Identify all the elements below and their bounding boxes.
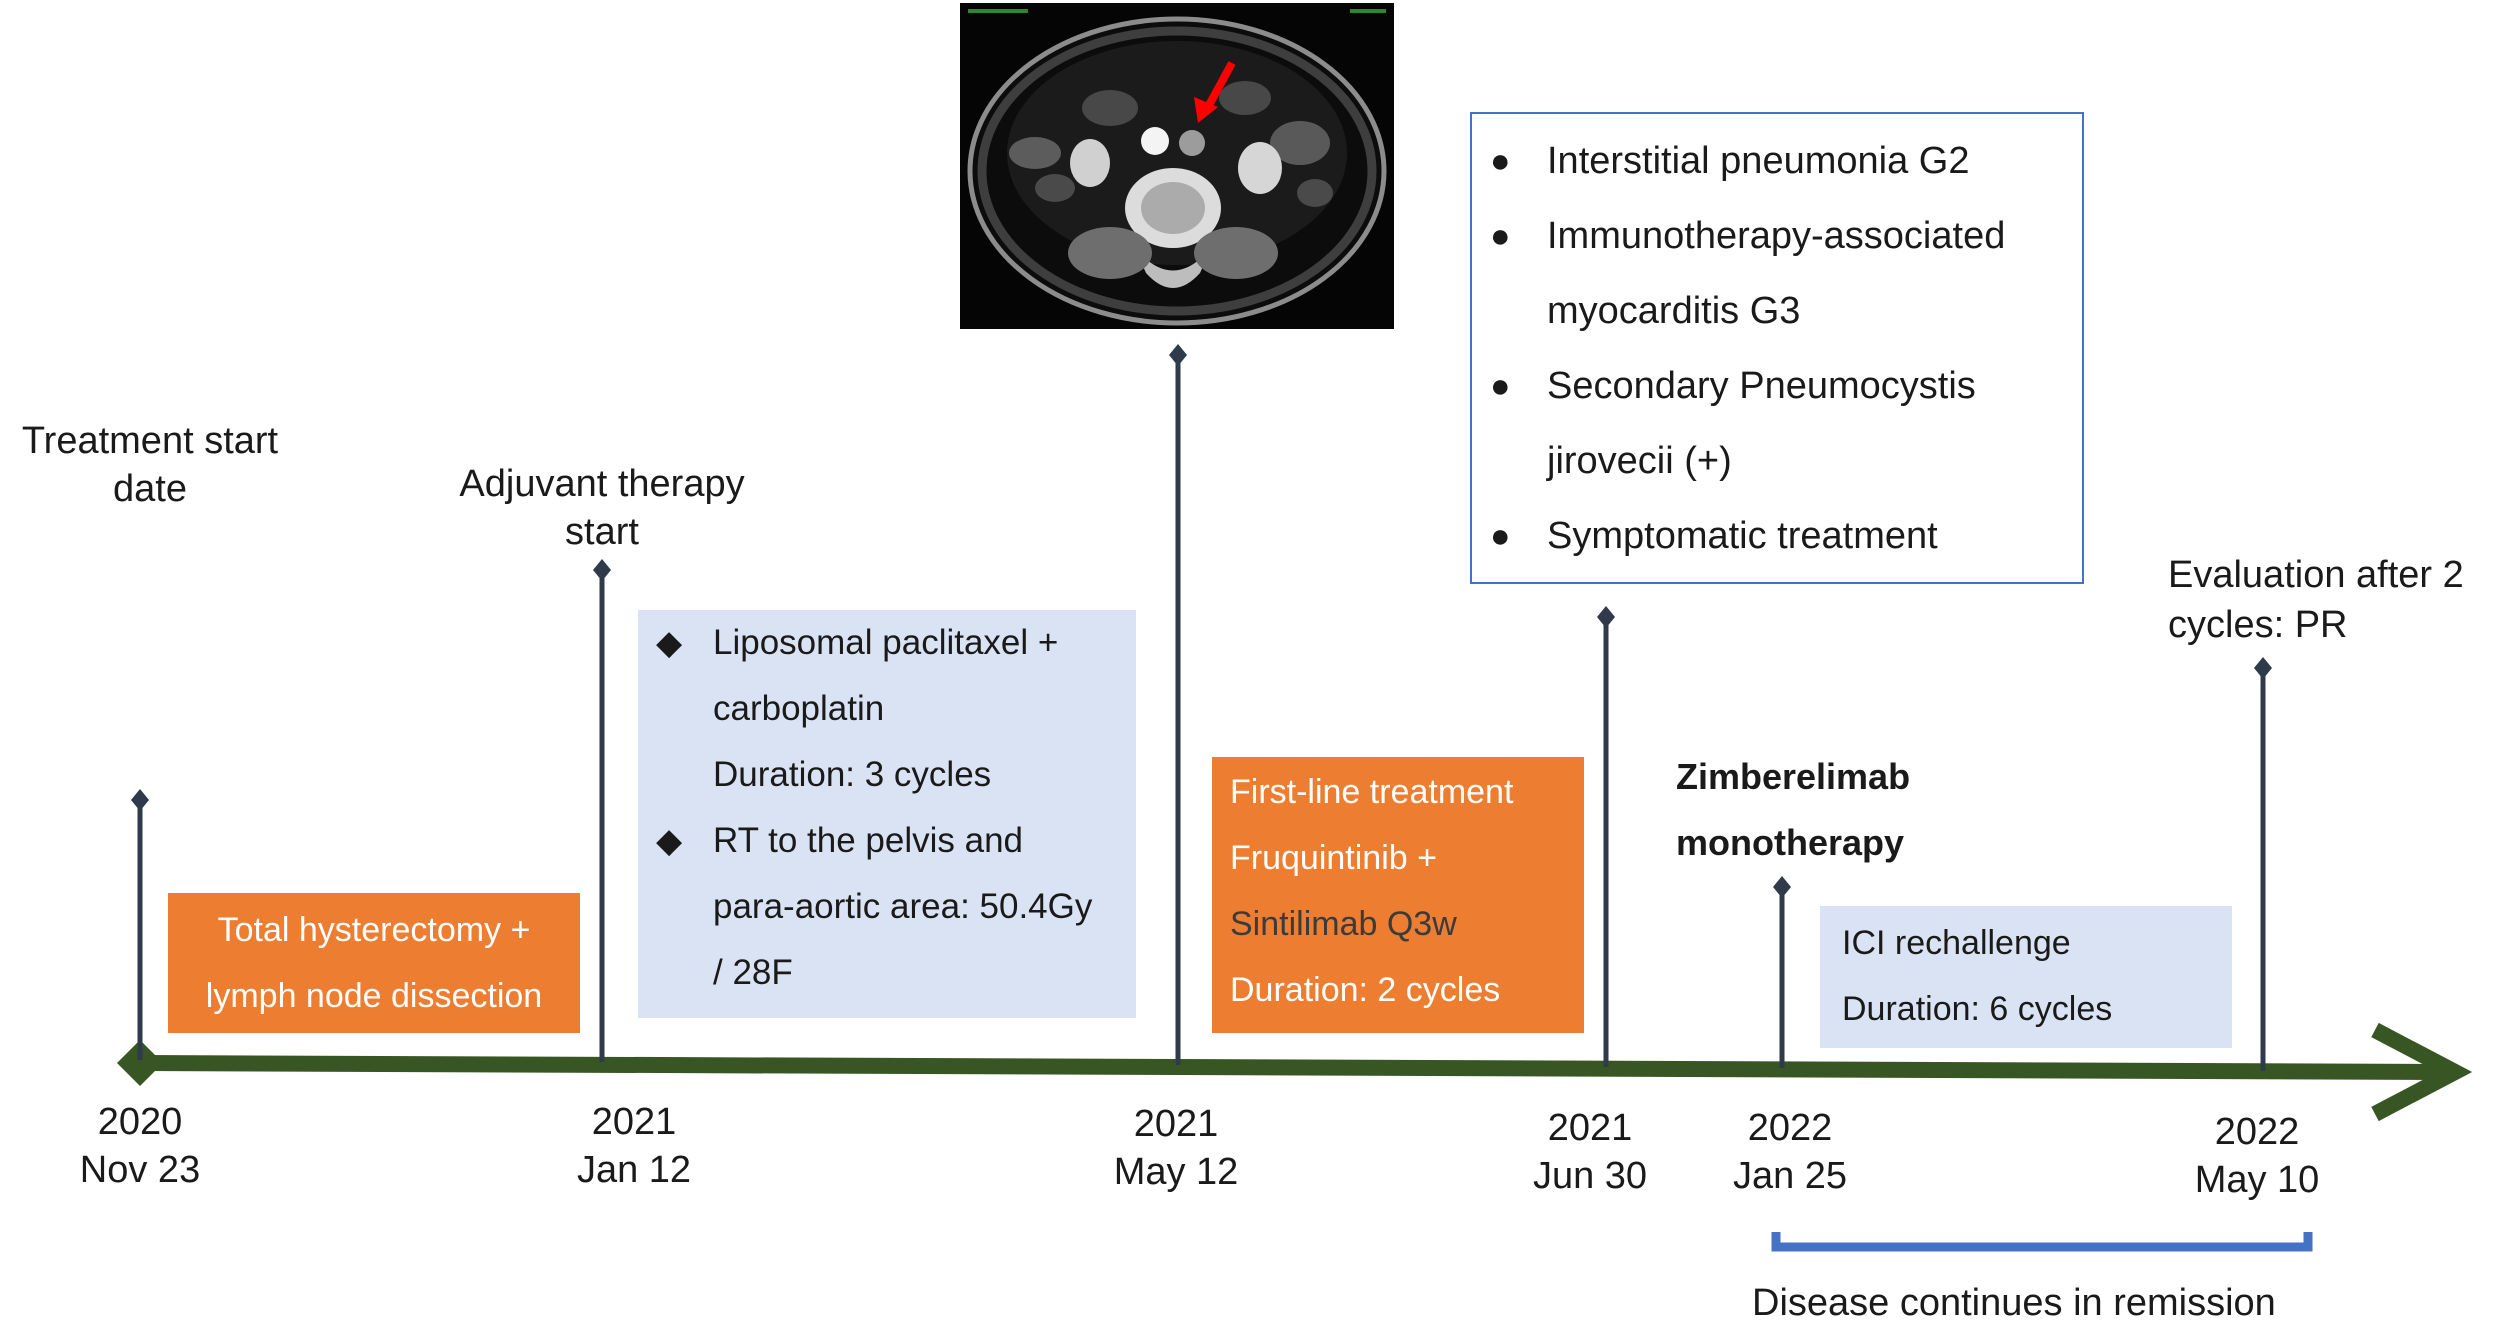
adjuvant-line: carboplatin <box>713 689 885 728</box>
label-line: Adjuvant therapy <box>459 463 745 505</box>
timeline-arrowhead <box>2371 1022 2473 1122</box>
date-may-10: 2022 May 10 <box>2157 1108 2357 1204</box>
first-line-line: First-line treatment <box>1230 773 1514 811</box>
box-line: lymph node dissection <box>205 977 543 1015</box>
diamond-bullet-icon: ◆ <box>656 822 683 860</box>
date-jun-30: 2021 Jun 30 <box>1490 1104 1690 1200</box>
date-day: May 10 <box>2194 1159 2320 1201</box>
box-line: Total hysterectomy + <box>217 911 531 949</box>
adverse-line: jirovecii (+) <box>1547 440 1732 482</box>
date-year: 2022 <box>2214 1111 2300 1153</box>
event-stems <box>131 344 2272 1071</box>
label-treatment-start: Treatment start date <box>0 417 300 513</box>
adverse-line: myocarditis G3 <box>1547 290 1801 332</box>
adjuvant-line: Duration: 3 cycles <box>713 755 992 794</box>
date-year: 2021 <box>1133 1103 1219 1145</box>
stem-diamond-jun-30 <box>1597 606 1615 628</box>
label-line: Zimberelimab <box>1676 756 1911 797</box>
date-year: 2021 <box>1547 1107 1633 1149</box>
stem-diamond-may-12 <box>1169 344 1187 366</box>
date-day: May 12 <box>1113 1151 1239 1193</box>
date-year: 2022 <box>1747 1107 1833 1149</box>
adverse-item: ● Symptomatic treatment <box>1472 499 2082 574</box>
adjuvant-item-rt: ◆ RT to the pelvis and <box>638 808 1136 874</box>
adverse-line: Secondary Pneumocystis <box>1547 365 1976 407</box>
adverse-item: ● Immunotherapy-associated <box>1472 199 2082 274</box>
rechallenge-line: ICI rechallenge <box>1842 924 2071 962</box>
date-day: Jan 12 <box>576 1149 692 1191</box>
adverse-item: ● Interstitial pneumonia G2 <box>1472 124 2082 199</box>
date-day: Jan 25 <box>1732 1155 1848 1197</box>
adverse-events-box: ● Interstitial pneumonia G2 ● Immunother… <box>1470 112 2084 584</box>
remission-label: Disease continues in remission <box>1752 1282 2276 1324</box>
adverse-line: Symptomatic treatment <box>1547 515 1938 557</box>
date-day: Nov 23 <box>79 1149 201 1191</box>
timeline-axis <box>139 1055 2441 1080</box>
date-day: Jun 30 <box>1532 1155 1648 1197</box>
first-line-box: First-line treatment Fruquintinib + Sint… <box>1212 757 1584 1033</box>
adverse-item: ● Secondary Pneumocystis <box>1472 349 2082 424</box>
adjuvant-line: / 28F <box>713 953 793 992</box>
first-line-line: Fruquintinib + <box>1230 839 1437 877</box>
label-adjuvant-start: Adjuvant therapy start <box>432 460 772 556</box>
label-zimberelimab: Zimberelimab monotherapy <box>1676 744 1976 876</box>
label-line: Treatment start <box>21 420 279 462</box>
first-line-sintilimab: Sintilimab Q3w <box>1230 905 1457 943</box>
date-year: 2021 <box>591 1101 677 1143</box>
adjuvant-line: para-aortic area: 50.4Gy <box>713 887 1093 926</box>
date-jan-12: 2021 Jan 12 <box>534 1098 734 1194</box>
dot-bullet-icon: ● <box>1490 217 1511 255</box>
adjuvant-box: ◆ Liposomal paclitaxel + carboplatin Dur… <box>638 610 1136 1018</box>
label-line: date <box>113 468 187 510</box>
date-jan-25: 2022 Jan 25 <box>1690 1104 1890 1200</box>
label-line: cycles: PR <box>2168 604 2348 646</box>
adjuvant-item-chemo: ◆ Liposomal paclitaxel + <box>638 610 1136 676</box>
stem-diamond-jan-12 <box>593 559 611 581</box>
date-year: 2020 <box>97 1101 183 1143</box>
dot-bullet-icon: ● <box>1490 142 1511 180</box>
label-evaluation: Evaluation after 2 cycles: PR <box>2168 550 2500 650</box>
label-line: monotherapy <box>1676 822 1905 863</box>
surgery-box: Total hysterectomy + lymph node dissecti… <box>168 893 580 1033</box>
timeline-start-diamond <box>117 1040 163 1086</box>
adjuvant-line: RT to the pelvis and <box>713 821 1024 860</box>
first-line-duration: Duration: 2 cycles <box>1230 971 1501 1009</box>
rechallenge-duration: Duration: 6 cycles <box>1842 990 2113 1028</box>
stem-diamond-jan-25 <box>1773 876 1791 898</box>
rechallenge-box: ICI rechallenge Duration: 6 cycles <box>1820 906 2232 1048</box>
remission-bracket <box>1771 1232 2313 1252</box>
stem-diamond-nov-23 <box>131 789 149 811</box>
dot-bullet-icon: ● <box>1490 367 1511 405</box>
ct-scan-image <box>960 3 1394 329</box>
label-line: Evaluation after 2 <box>2168 554 2464 596</box>
date-may-12: 2021 May 12 <box>1076 1100 1276 1196</box>
label-line: start <box>565 511 639 553</box>
adjuvant-line: Liposomal paclitaxel + <box>713 623 1059 662</box>
adverse-line: Interstitial pneumonia G2 <box>1547 140 1970 182</box>
diamond-bullet-icon: ◆ <box>656 624 683 662</box>
adverse-line: Immunotherapy-associated <box>1547 215 2006 257</box>
date-nov-23: 2020 Nov 23 <box>40 1098 240 1194</box>
dot-bullet-icon: ● <box>1490 517 1511 555</box>
stem-diamond-may-10 <box>2254 657 2272 679</box>
